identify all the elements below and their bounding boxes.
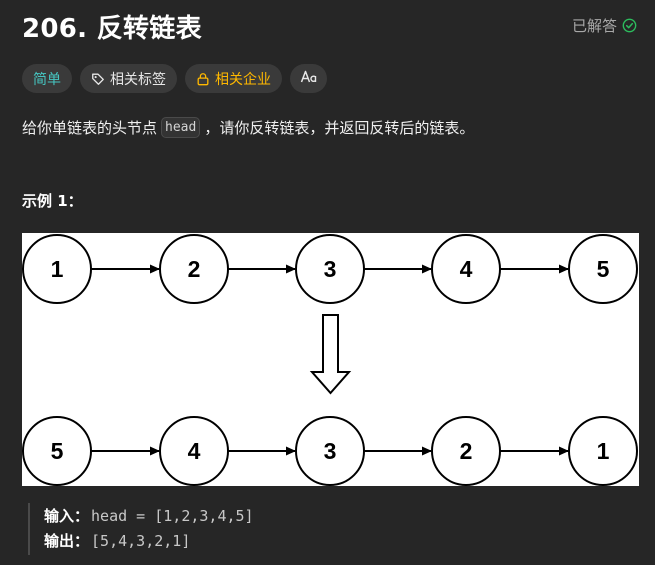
bottom-node-label-2: 4 [188,438,201,464]
problem-title: 206. 反转链表 [22,14,202,44]
example-figure: 1 2 3 4 5 5 4 3 2 1 [22,233,639,486]
lock-icon [196,72,210,86]
related-companies-button[interactable]: 相关企业 [185,64,282,93]
inline-code-head: head [161,117,201,138]
top-node-label-3: 3 [324,256,337,282]
example-io-block: 输入： head = [1,2,3,4,5] 输出： [5,4,3,2,1] [28,503,254,555]
description-text-1: 给你单链表的头节点 [22,119,158,137]
difficulty-label: 简单 [33,71,61,88]
bottom-node-5 [568,416,638,486]
tag-icon [91,72,105,86]
input-label: 输入： [44,507,90,525]
top-node-label-2: 2 [188,256,201,282]
related-companies-label: 相关企业 [215,71,271,88]
solved-status: 已解答 [572,15,637,36]
top-node-label-4: 4 [460,256,473,282]
bottom-node-label-3: 3 [324,438,337,464]
problem-description: 给你单链表的头节点 head ，请你反转链表，并返回反转后的链表。 [22,117,474,138]
translate-button[interactable] [290,64,327,93]
tag-bar: 简单 相关标签 相关企业 [22,64,327,93]
translate-icon [300,69,318,89]
output-label: 输出： [44,532,90,550]
difficulty-badge[interactable]: 简单 [22,64,72,93]
example-input-line: 输入： head = [1,2,3,4,5] [44,503,254,528]
example-title: 示例 1： [22,192,83,210]
top-list-row: 1 2 3 4 5 [22,234,638,304]
related-tags-button[interactable]: 相关标签 [80,64,177,93]
top-node-5 [568,234,638,304]
top-node-label-1: 1 [51,256,64,282]
bottom-node-label-1: 5 [51,438,64,464]
check-circle-icon [622,18,637,33]
solved-label: 已解答 [571,17,617,35]
down-arrow [309,314,352,395]
example-output-line: 输出： [5,4,3,2,1] [44,528,254,553]
top-node-label-5: 5 [597,256,610,282]
output-value: [5,4,3,2,1] [91,531,191,550]
description-text-2: ，请你反转链表，并返回反转后的链表。 [204,119,475,137]
bottom-list-row: 5 4 3 2 1 [22,416,638,486]
bottom-node-label-4: 2 [460,438,473,464]
input-value: head = [1,2,3,4,5] [91,506,254,525]
linked-list-diagram: 1 2 3 4 5 5 4 3 2 1 [22,234,638,486]
bottom-node-label-5: 1 [597,438,610,464]
related-tags-label: 相关标签 [110,71,166,88]
